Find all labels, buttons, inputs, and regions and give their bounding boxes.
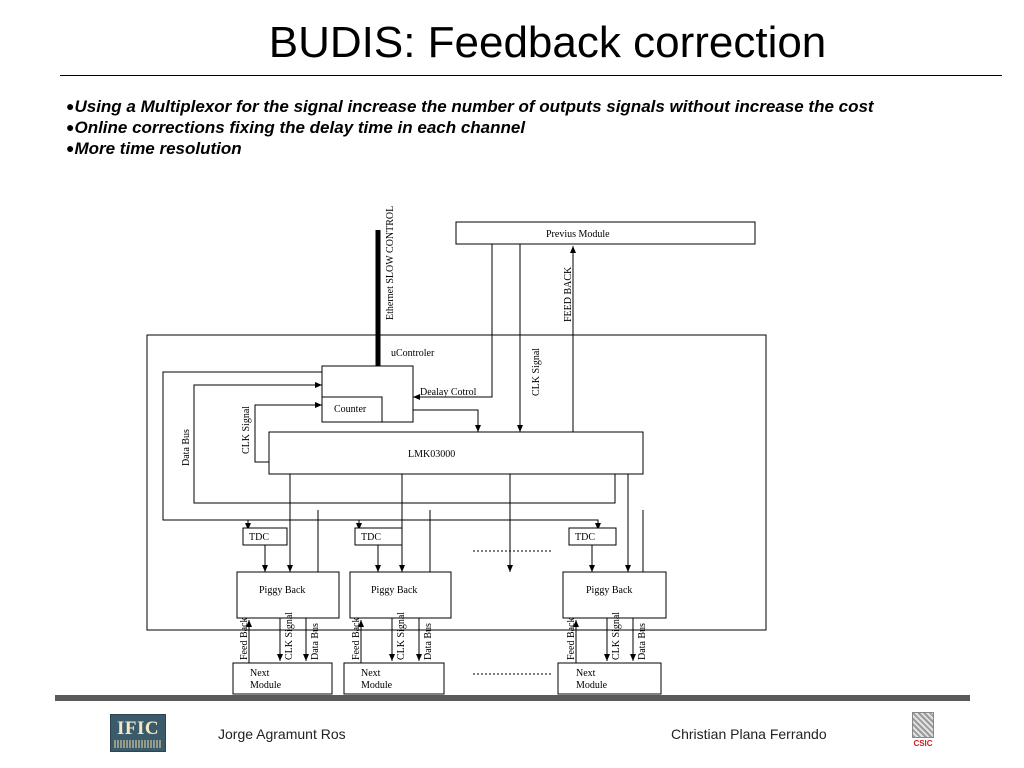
next-module-label-line1: Next bbox=[361, 668, 381, 679]
next-module-label-line2: Module bbox=[361, 680, 393, 691]
csic-logo-emblem bbox=[912, 712, 934, 738]
previus-to-ucontroler-line bbox=[413, 244, 493, 400]
counter-box bbox=[321, 396, 383, 423]
bullet-icon: ● bbox=[66, 98, 75, 114]
ucontroler-label: uControler bbox=[391, 348, 435, 359]
feed-back-label: Feed Back bbox=[351, 618, 362, 661]
clk-signal-label: CLK Signal bbox=[396, 612, 407, 660]
data-bus-line bbox=[162, 371, 601, 530]
lmk-box bbox=[268, 431, 644, 475]
bullet-text: Using a Multiplexor for the signal incre… bbox=[74, 97, 874, 116]
next-module-label-line2: Module bbox=[250, 680, 282, 691]
bullet-item: ●More time resolution bbox=[66, 138, 966, 159]
piggy-back-box bbox=[236, 571, 340, 619]
left-author: Jorge Agramunt Ros bbox=[218, 726, 346, 742]
previus-module-box bbox=[455, 221, 756, 245]
csic-logo-text: CSIC bbox=[913, 739, 933, 748]
clk-signal-label: CLK Signal bbox=[531, 348, 542, 396]
lmk-label: LMK03000 bbox=[408, 449, 455, 460]
next-module-box bbox=[343, 662, 445, 695]
feedback-top-label: FEED BACK bbox=[563, 266, 574, 322]
bullet-list: ●Using a Multiplexor for the signal incr… bbox=[66, 96, 966, 159]
next-module-label-line1: Next bbox=[250, 668, 270, 679]
tdc-label: TDC bbox=[361, 532, 381, 543]
data-bus-label: Data Bus bbox=[637, 623, 648, 660]
feedback-inner-line bbox=[193, 382, 616, 504]
clk-signal-label: CLK Signal bbox=[284, 612, 295, 660]
next-module-box bbox=[557, 662, 662, 695]
piggy-back-label: Piggy Back bbox=[259, 585, 305, 596]
data-bus-label: Data Bus bbox=[181, 429, 192, 466]
csic-logo: CSIC bbox=[912, 712, 934, 750]
bullet-item: ●Using a Multiplexor for the signal incr… bbox=[66, 96, 966, 117]
next-module-label-line1: Next bbox=[576, 668, 596, 679]
piggy-back-box bbox=[562, 571, 667, 619]
bullet-text: Online corrections fixing the delay time… bbox=[74, 118, 526, 137]
board-outline bbox=[146, 334, 767, 631]
next-module-box bbox=[232, 662, 333, 695]
piggy-back-label: Piggy Back bbox=[371, 585, 417, 596]
bullet-text: More time resolution bbox=[74, 139, 242, 158]
data-bus-label: Data Bus bbox=[423, 623, 434, 660]
tdc-label: TDC bbox=[575, 532, 595, 543]
ific-logo-subtext-graphic bbox=[114, 740, 162, 748]
clk-signal-label: CLK Signal bbox=[241, 406, 252, 454]
counter-label: Counter bbox=[334, 404, 367, 415]
piggy-back-label: Piggy Back bbox=[586, 585, 632, 596]
previus-module-label: Previus Module bbox=[546, 229, 610, 240]
dealay-cotrol-label: Dealay Cotrol bbox=[420, 387, 477, 398]
ific-logo: IFIC bbox=[110, 714, 166, 752]
ific-logo-text: IFIC bbox=[116, 718, 160, 739]
ethernet-label: Ethernet SLOW CONTROL bbox=[385, 206, 396, 320]
piggy-back-box bbox=[349, 571, 452, 619]
tdc-label: TDC bbox=[249, 532, 269, 543]
bullet-item: ●Online corrections fixing the delay tim… bbox=[66, 117, 966, 138]
feed-back-label: Feed Back bbox=[239, 618, 250, 661]
right-author: Christian Plana Ferrando bbox=[671, 726, 827, 742]
footer-divider bbox=[55, 695, 970, 701]
dealay-cotrol-line bbox=[413, 409, 481, 432]
data-bus-label: Data Bus bbox=[310, 623, 321, 660]
clk-signal-left-line bbox=[254, 402, 322, 463]
title-divider bbox=[60, 75, 1002, 76]
next-module-label-line2: Module bbox=[576, 680, 608, 691]
clk-signal-label: CLK Signal bbox=[611, 612, 622, 660]
slide-title: BUDIS: Feedback correction bbox=[268, 18, 827, 67]
bullet-icon: ● bbox=[66, 119, 75, 135]
bullet-icon: ● bbox=[66, 140, 75, 156]
feed-back-label: Feed Back bbox=[566, 618, 577, 661]
